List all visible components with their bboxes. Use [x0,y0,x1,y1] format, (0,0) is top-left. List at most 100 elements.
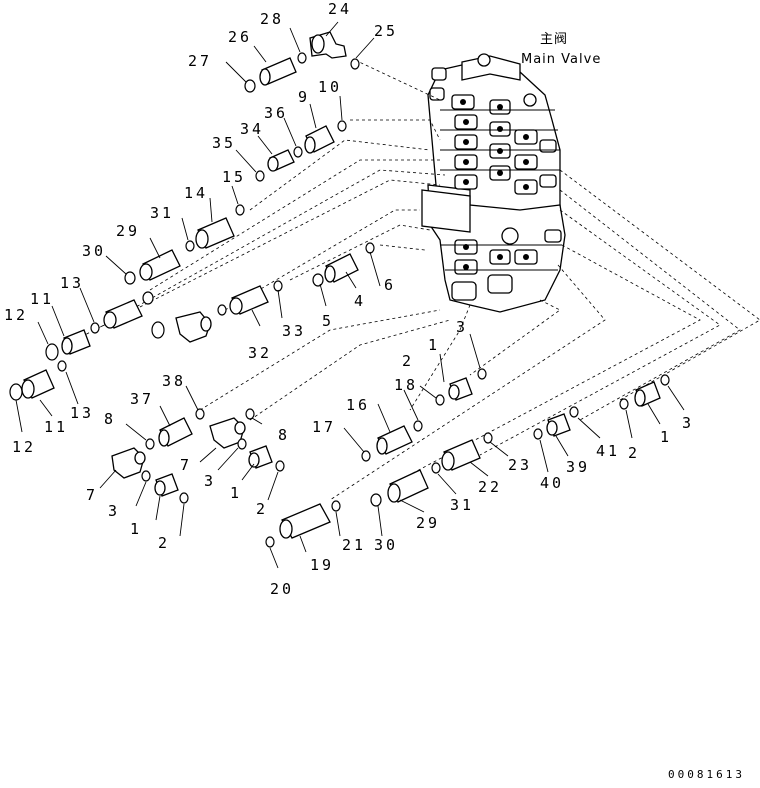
label-17: 17 [312,418,336,436]
label-16: 16 [346,396,370,414]
label-38: 38 [162,372,186,390]
label-30b: 30 [374,536,398,554]
part-labels: 24 28 25 26 27 10 9 36 34 35 15 14 31 29… [4,0,694,598]
o-ring-30b [370,493,382,507]
adapter-34 [267,149,295,172]
o-ring-2c [435,394,445,406]
o-ring-23 [483,432,493,444]
o-ring-5 [312,273,324,287]
o-ring-40 [533,428,543,440]
label-32: 32 [248,344,272,362]
label-3a: 3 [108,502,120,520]
label-3b: 3 [204,472,216,490]
label-11b: 11 [44,418,68,436]
adapter-14 [195,217,235,249]
label-34: 34 [240,120,264,138]
o-ring-3b [237,438,247,450]
label-11a: 11 [30,290,54,308]
label-1a: 1 [130,520,142,538]
label-14: 14 [184,184,208,202]
label-30a: 30 [82,242,106,260]
label-1c: 1 [428,336,440,354]
label-19: 19 [310,556,334,574]
label-18: 18 [394,376,418,394]
label-35: 35 [212,134,236,152]
o-ring-38 [195,408,205,420]
o-ring-3c [477,368,487,380]
o-ring-15 [235,204,245,216]
o-ring-31b [431,462,441,474]
label-31b: 31 [450,496,474,514]
label-7a: 7 [86,486,98,504]
label-23: 23 [508,456,532,474]
label-41: 41 [596,442,620,460]
title-english: Main Valve [521,52,601,67]
elbow-7b [209,417,246,449]
label-13a: 13 [60,274,84,292]
label-36: 36 [264,104,288,122]
o-ring-8b [245,408,255,420]
label-15: 15 [222,168,246,186]
o-ring-36 [293,146,303,158]
label-2a: 2 [158,534,170,552]
o-ring-10 [337,120,347,132]
title-chinese: 主阀 [540,32,568,47]
label-3d: 3 [682,414,694,432]
o-ring-elbow [151,321,165,339]
label-3c: 3 [456,318,468,336]
adapter-29b [387,469,429,503]
label-29b: 29 [416,514,440,532]
label-10: 10 [318,78,342,96]
adapter-29a [139,249,181,281]
label-2b: 2 [256,500,268,518]
adapter-1d [634,381,661,407]
adapter-37 [158,417,193,447]
o-ring-12a [45,343,59,361]
o-ring-30a [124,271,136,285]
o-ring-2b [275,460,285,472]
adapter-22 [441,439,481,471]
label-4: 4 [354,292,366,310]
plug-13a [103,299,143,329]
elbow-fitting-mid [175,311,212,343]
o-ring-12b [9,383,23,401]
label-39: 39 [566,458,590,476]
adapter-11a [61,329,91,355]
label-26: 26 [228,28,252,46]
o-ring-18 [413,420,423,432]
label-13b: 13 [70,404,94,422]
parts [9,31,670,548]
o-ring-3d [660,374,670,386]
label-2d: 2 [628,444,640,462]
adapter-9 [304,125,335,154]
label-6: 6 [384,276,396,294]
label-21: 21 [342,536,366,554]
label-12b: 12 [12,438,36,456]
label-28: 28 [260,10,284,28]
o-ring-35 [255,170,265,182]
adapter-16 [376,425,413,455]
label-31a: 31 [150,204,174,222]
o-ring-2d [619,398,629,410]
label-22: 22 [478,478,502,496]
o-ring-25 [350,58,360,70]
o-ring-6 [365,242,375,254]
elbow-fitting-24 [309,31,347,59]
o-ring-31a [185,240,195,252]
label-12a: 12 [4,306,28,324]
adapter-26 [259,57,297,86]
o-ring-8a [145,438,155,450]
o-ring-13a [90,322,100,334]
label-33: 33 [282,322,306,340]
label-5: 5 [322,312,334,330]
label-8b: 8 [278,426,290,444]
connection-lines [64,59,760,501]
elbow-7a [111,447,146,479]
label-20: 20 [270,580,294,598]
o-ring-2a [179,492,189,504]
adapter-19 [279,503,331,539]
label-40: 40 [540,474,564,492]
label-1b: 1 [230,484,242,502]
o-ring-27 [244,79,256,93]
